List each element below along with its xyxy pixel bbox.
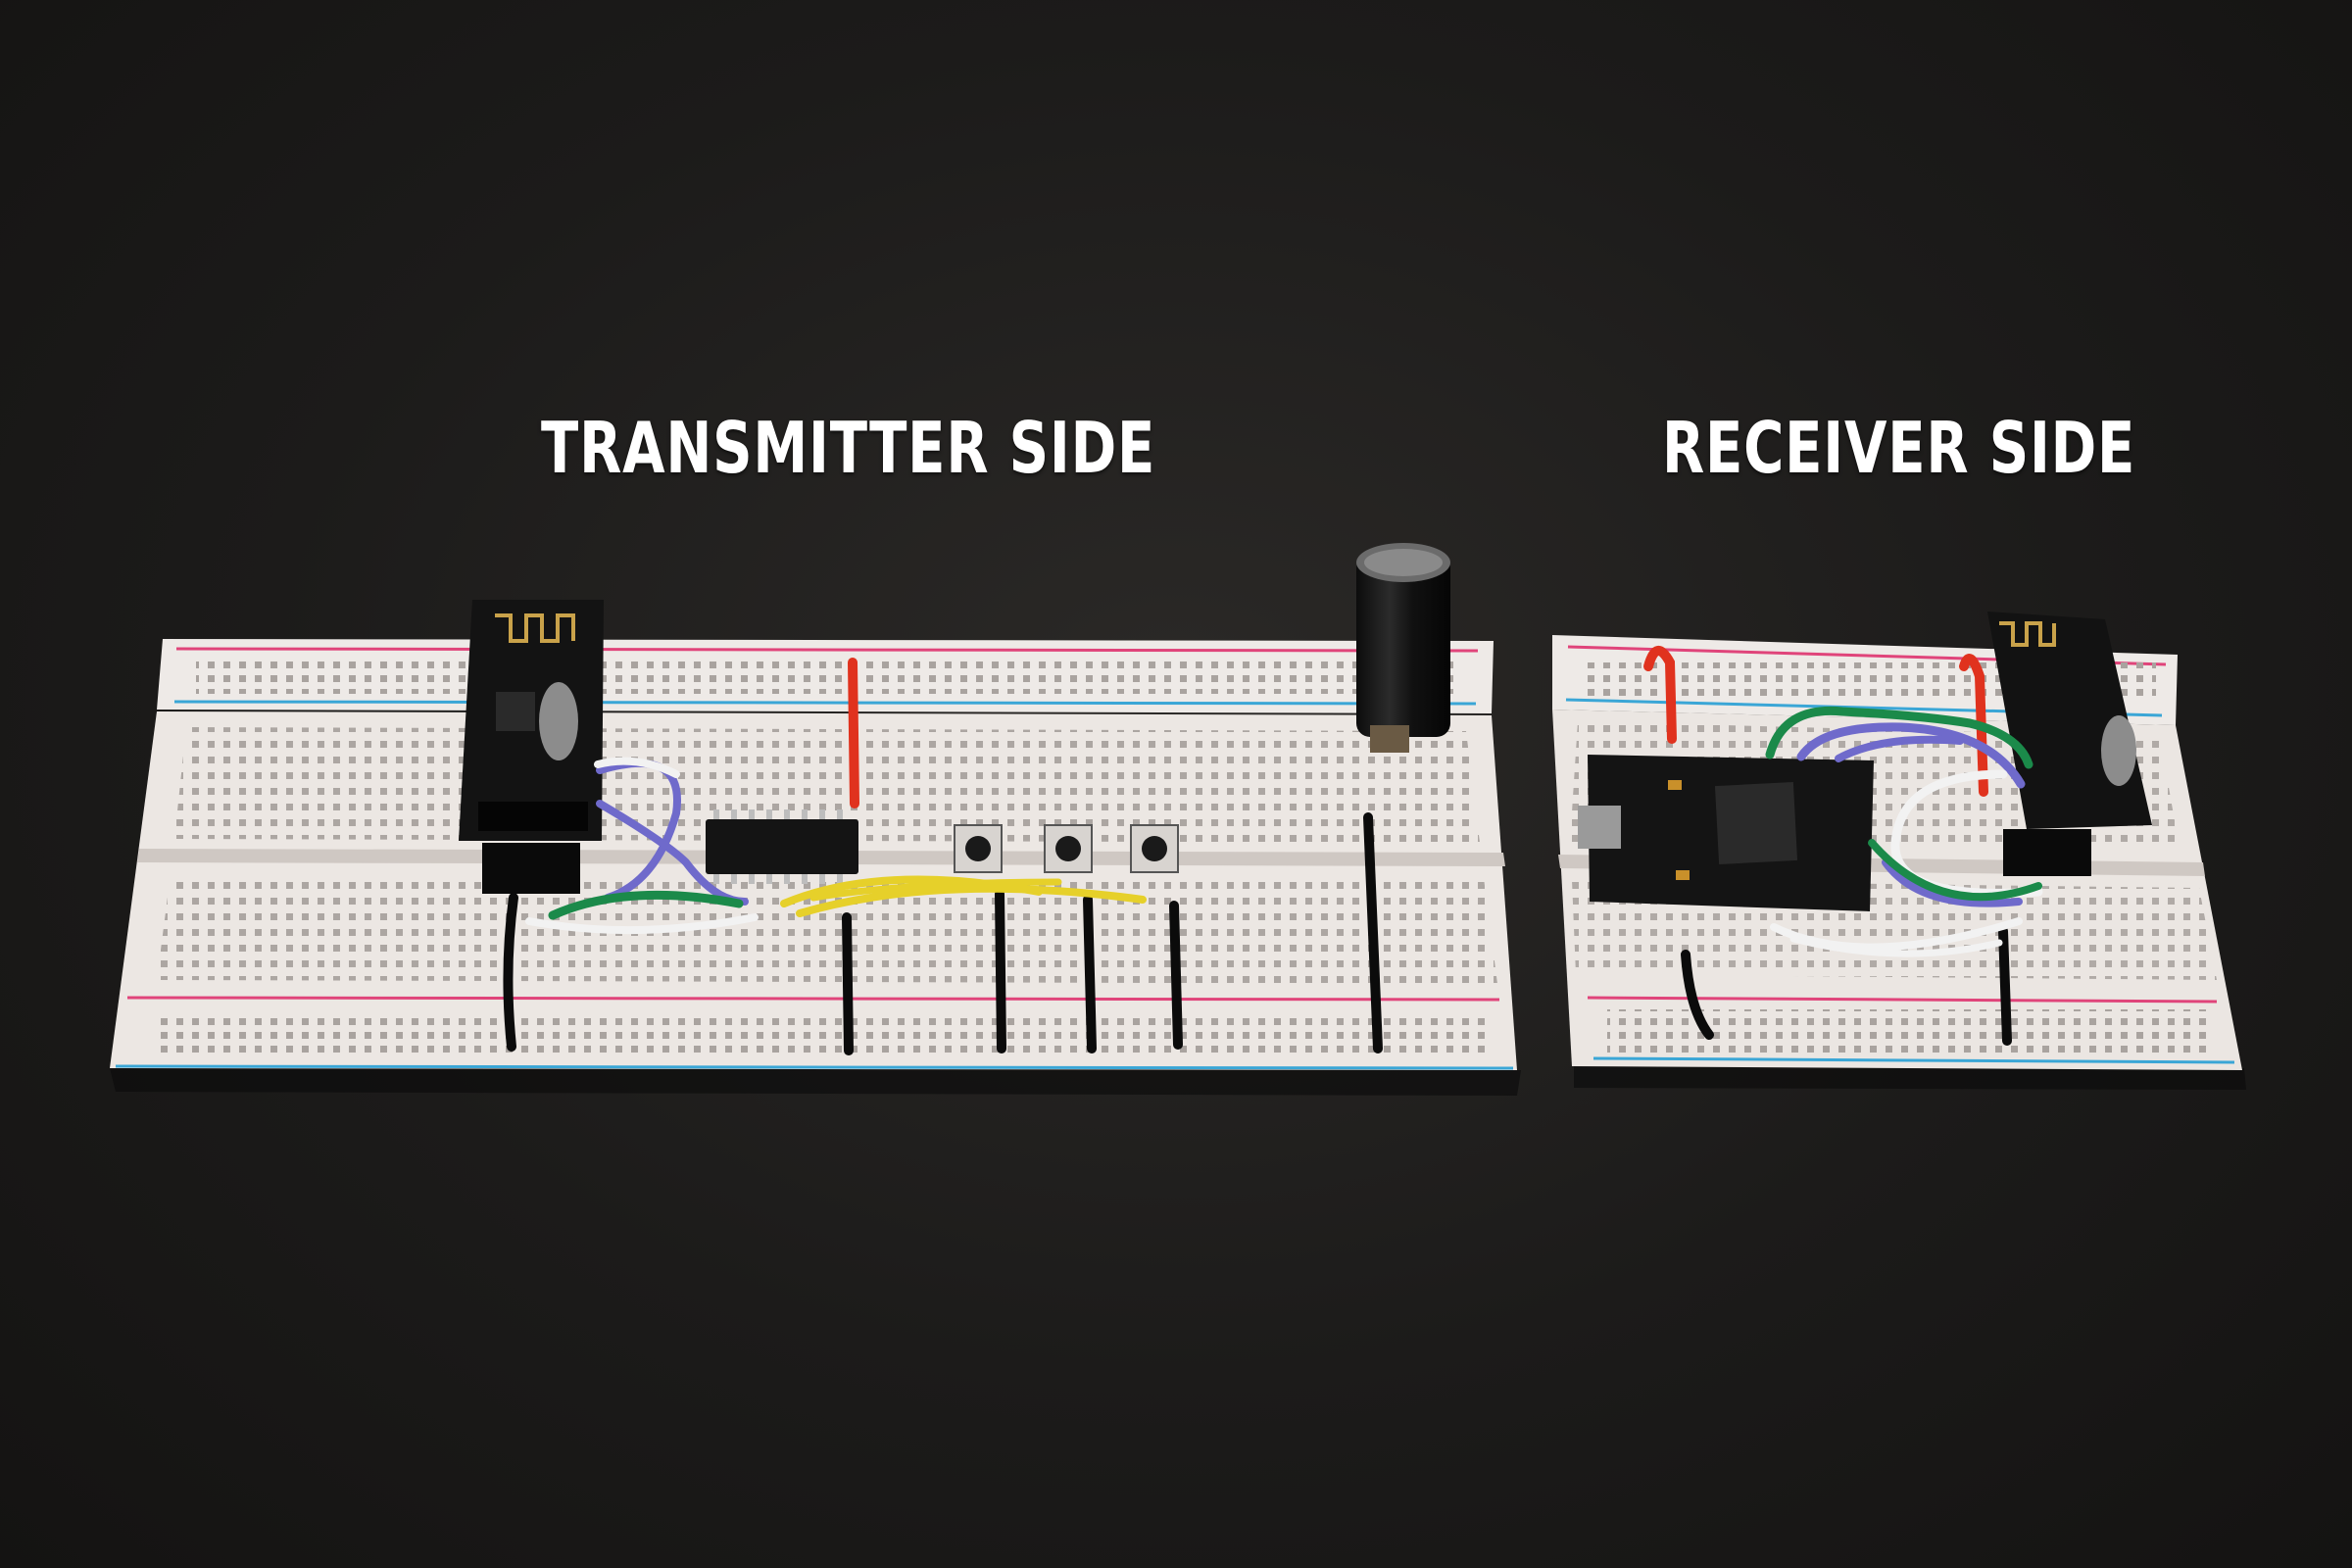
- pro-micro-board: [1578, 755, 1874, 911]
- push-button-3: [1130, 824, 1179, 873]
- push-button-1: [954, 824, 1003, 873]
- receiver-wires: [1643, 646, 2043, 1046]
- receiver-side-caption: RECEIVER SIDE: [1662, 407, 2136, 489]
- electrolytic-capacitor: [1356, 543, 1450, 753]
- transmitter-side-caption: TRANSMITTER SIDE: [541, 407, 1156, 489]
- transmitter-wires: [503, 658, 1383, 1055]
- push-button-2: [1044, 824, 1093, 873]
- dip-chip: [706, 809, 858, 884]
- nrf24-module-receiver: [1987, 612, 2152, 876]
- nrf24-module-transmitter: [459, 600, 604, 894]
